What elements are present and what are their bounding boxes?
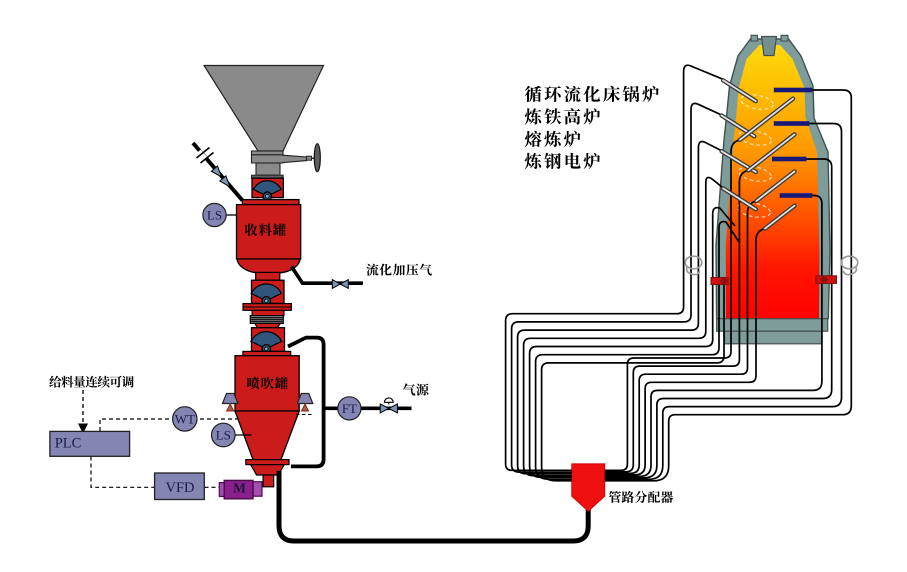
svg-text:LS: LS bbox=[207, 208, 222, 223]
svg-text:PLC: PLC bbox=[55, 435, 82, 451]
svg-text:VFD: VFD bbox=[165, 480, 194, 496]
svg-text:M: M bbox=[233, 480, 246, 495]
svg-text:FT: FT bbox=[342, 401, 357, 416]
svg-text:WT: WT bbox=[175, 412, 195, 427]
svg-text:LS: LS bbox=[216, 428, 231, 443]
